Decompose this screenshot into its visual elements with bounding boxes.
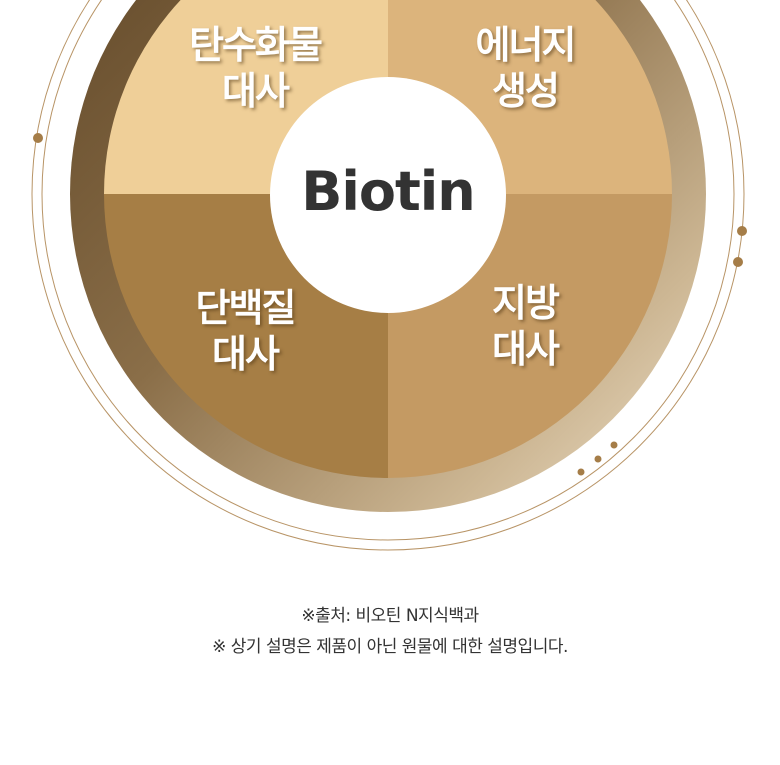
decorative-dots <box>33 133 747 476</box>
center-label: Biotin <box>301 160 476 223</box>
label-line: 대사 <box>212 332 280 376</box>
disclaimer-note: ※ 상기 설명은 제품이 아닌 원물에 대한 설명입니다. <box>212 637 568 657</box>
dot <box>733 257 743 267</box>
dot <box>577 468 585 476</box>
label-line: 탄수화물 <box>189 23 323 67</box>
quadrant-label-carbohydrate: 탄수화물 대사 <box>170 22 340 114</box>
label-line: 에너지 <box>475 23 577 67</box>
label-line: 생성 <box>492 69 560 113</box>
dot <box>610 441 618 449</box>
label-line: 대사 <box>492 327 560 371</box>
outer-thin-ring-2 <box>31 0 745 551</box>
center-circle <box>270 77 506 313</box>
outer-thin-ring-1 <box>41 0 735 541</box>
label-line: 지방 <box>492 281 560 325</box>
label-line: 대사 <box>222 69 290 113</box>
dot <box>33 133 43 143</box>
quadrant-label-energy: 에너지 생성 <box>450 22 600 114</box>
source-note: ※출처: 비오틴 N지식백과 <box>301 606 479 626</box>
dot <box>594 455 602 463</box>
quadrant-label-fat: 지방 대사 <box>455 280 595 372</box>
quadrant-label-protein: 단백질 대사 <box>165 285 325 377</box>
dot <box>737 226 747 236</box>
label-line: 단백질 <box>195 286 297 330</box>
